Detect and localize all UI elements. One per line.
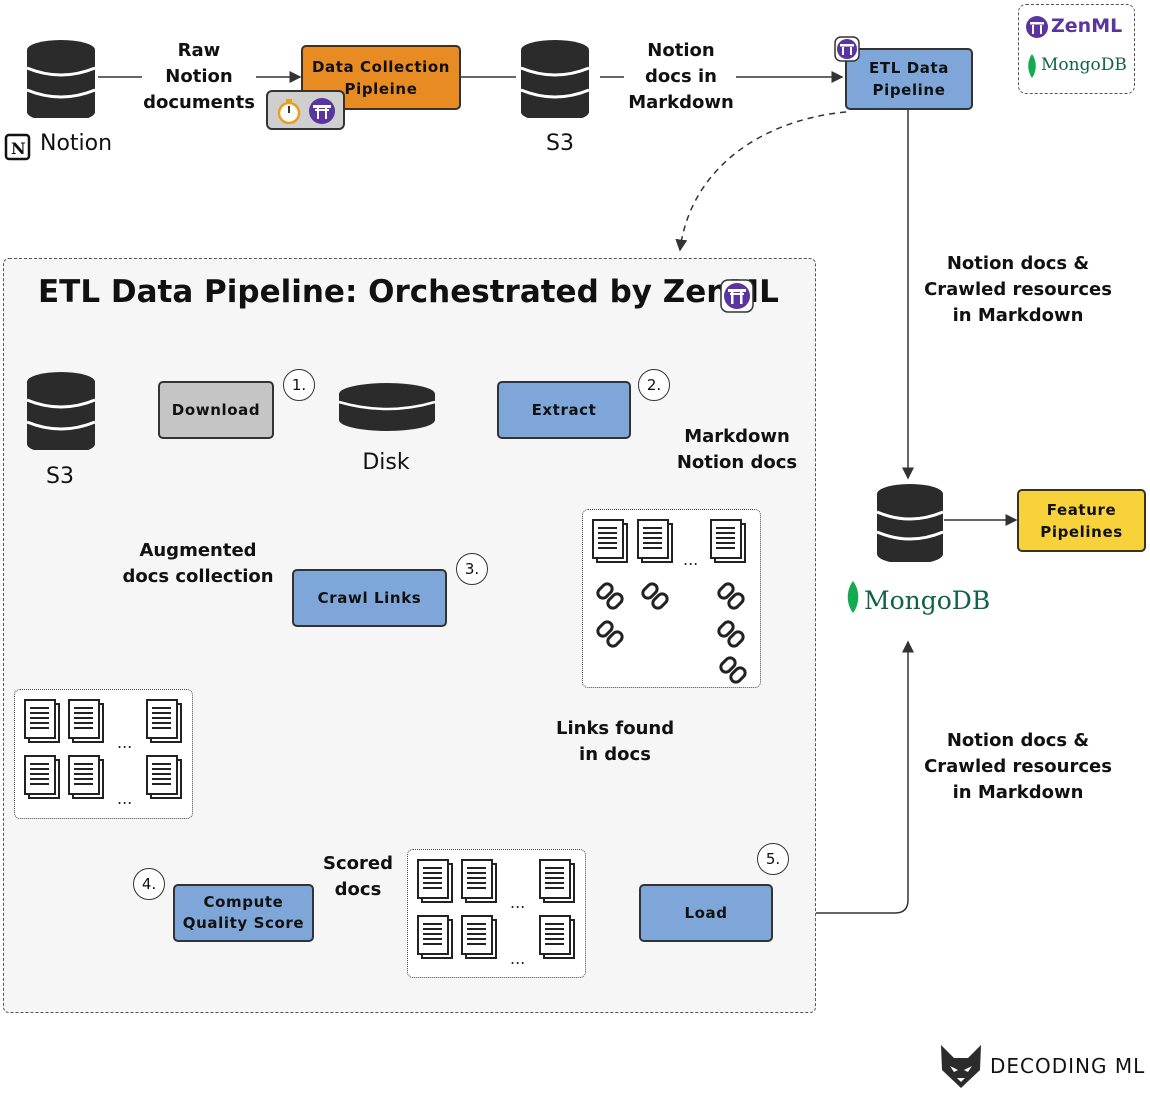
extract-box[interactable]: Extract [497, 381, 631, 439]
zenml-torii-icon [834, 36, 860, 62]
step-2-badge: 2. [638, 369, 670, 401]
mongodb-leaf-icon [1028, 54, 1036, 78]
notion-crawled-note-top: Notion docs & Crawled resources in Markd… [924, 253, 1112, 326]
docs-links-collection: ... [582, 509, 761, 688]
wolf-logo-icon [941, 1045, 981, 1088]
scored-docs-label: Scored docs [323, 853, 393, 900]
zenml-wordmark: ZenML [1051, 15, 1123, 37]
zenml-torii-icon [309, 98, 335, 124]
disk-label: Disk [362, 450, 410, 475]
s3-database-icon [520, 40, 590, 118]
raw-notion-documents-label: Raw Notion documents [143, 40, 255, 113]
svg-text:...: ... [510, 893, 525, 912]
mongodb-database-icon [876, 484, 944, 562]
step-3-badge: 3. [456, 553, 488, 585]
step-5-badge: 5. [757, 843, 789, 875]
decoding-ml-wordmark: DECODING ML [990, 1054, 1146, 1078]
compute-quality-score-box[interactable]: Compute Quality Score [173, 884, 314, 942]
step-4-badge: 4. [133, 868, 165, 900]
s3-panel-database-icon [26, 372, 96, 450]
notion-label: Notion [40, 131, 113, 156]
crawl-links-box[interactable]: Crawl Links [292, 569, 447, 627]
orchestration-tray [266, 90, 345, 130]
svg-text:...: ... [510, 949, 525, 968]
scored-docs-collection: ... ... [407, 849, 586, 978]
notion-crawled-note-bottom: Notion docs & Crawled resources in Markd… [924, 730, 1112, 803]
mongodb-big-wordmark: MongoDB [864, 586, 991, 615]
s3-top-label: S3 [546, 131, 574, 156]
s3-panel-label: S3 [46, 464, 74, 489]
stopwatch-icon [277, 99, 301, 124]
zenml-torii-icon [720, 279, 754, 313]
markdown-notion-docs-label: Markdown Notion docs [676, 426, 798, 473]
load-box[interactable]: Load [639, 884, 773, 942]
notion-logo-icon: N [4, 133, 32, 161]
documents-and-links-icons: ... [592, 519, 749, 686]
svg-text:...: ... [117, 789, 132, 808]
svg-text:...: ... [117, 733, 132, 752]
disk-icon [338, 383, 436, 431]
svg-text:N: N [11, 139, 26, 158]
augmented-docs-label: Augmented docs collection [122, 540, 274, 587]
svg-text:...: ... [683, 550, 698, 569]
augmented-docs-collection: ... ... [14, 689, 193, 819]
notion-docs-markdown-label: Notion docs in Markdown [628, 40, 734, 113]
data-collection-pipeline-box[interactable]: Data Collection Pipleine [301, 45, 461, 110]
mongodb-leaf-icon [847, 581, 859, 613]
download-box[interactable]: Download [158, 381, 274, 439]
feature-pipelines-box[interactable]: Feature Pipelines [1017, 489, 1146, 552]
links-found-label: Links found in docs [556, 718, 675, 765]
panel-title: ETL Data Pipeline: Orchestrated by ZenML [38, 274, 779, 310]
notion-database-icon [26, 40, 96, 118]
step-1-badge: 1. [283, 369, 315, 401]
etl-data-pipeline-box[interactable]: ETL Data Pipeline [845, 48, 973, 110]
augmented-documents-icons: ... ... [24, 699, 182, 808]
logo-legend: ZenML MongoDB [1018, 4, 1135, 94]
scored-documents-icons: ... ... [417, 859, 575, 968]
zenml-logo-icon [1026, 16, 1048, 38]
mongodb-wordmark: MongoDB [1041, 55, 1127, 75]
